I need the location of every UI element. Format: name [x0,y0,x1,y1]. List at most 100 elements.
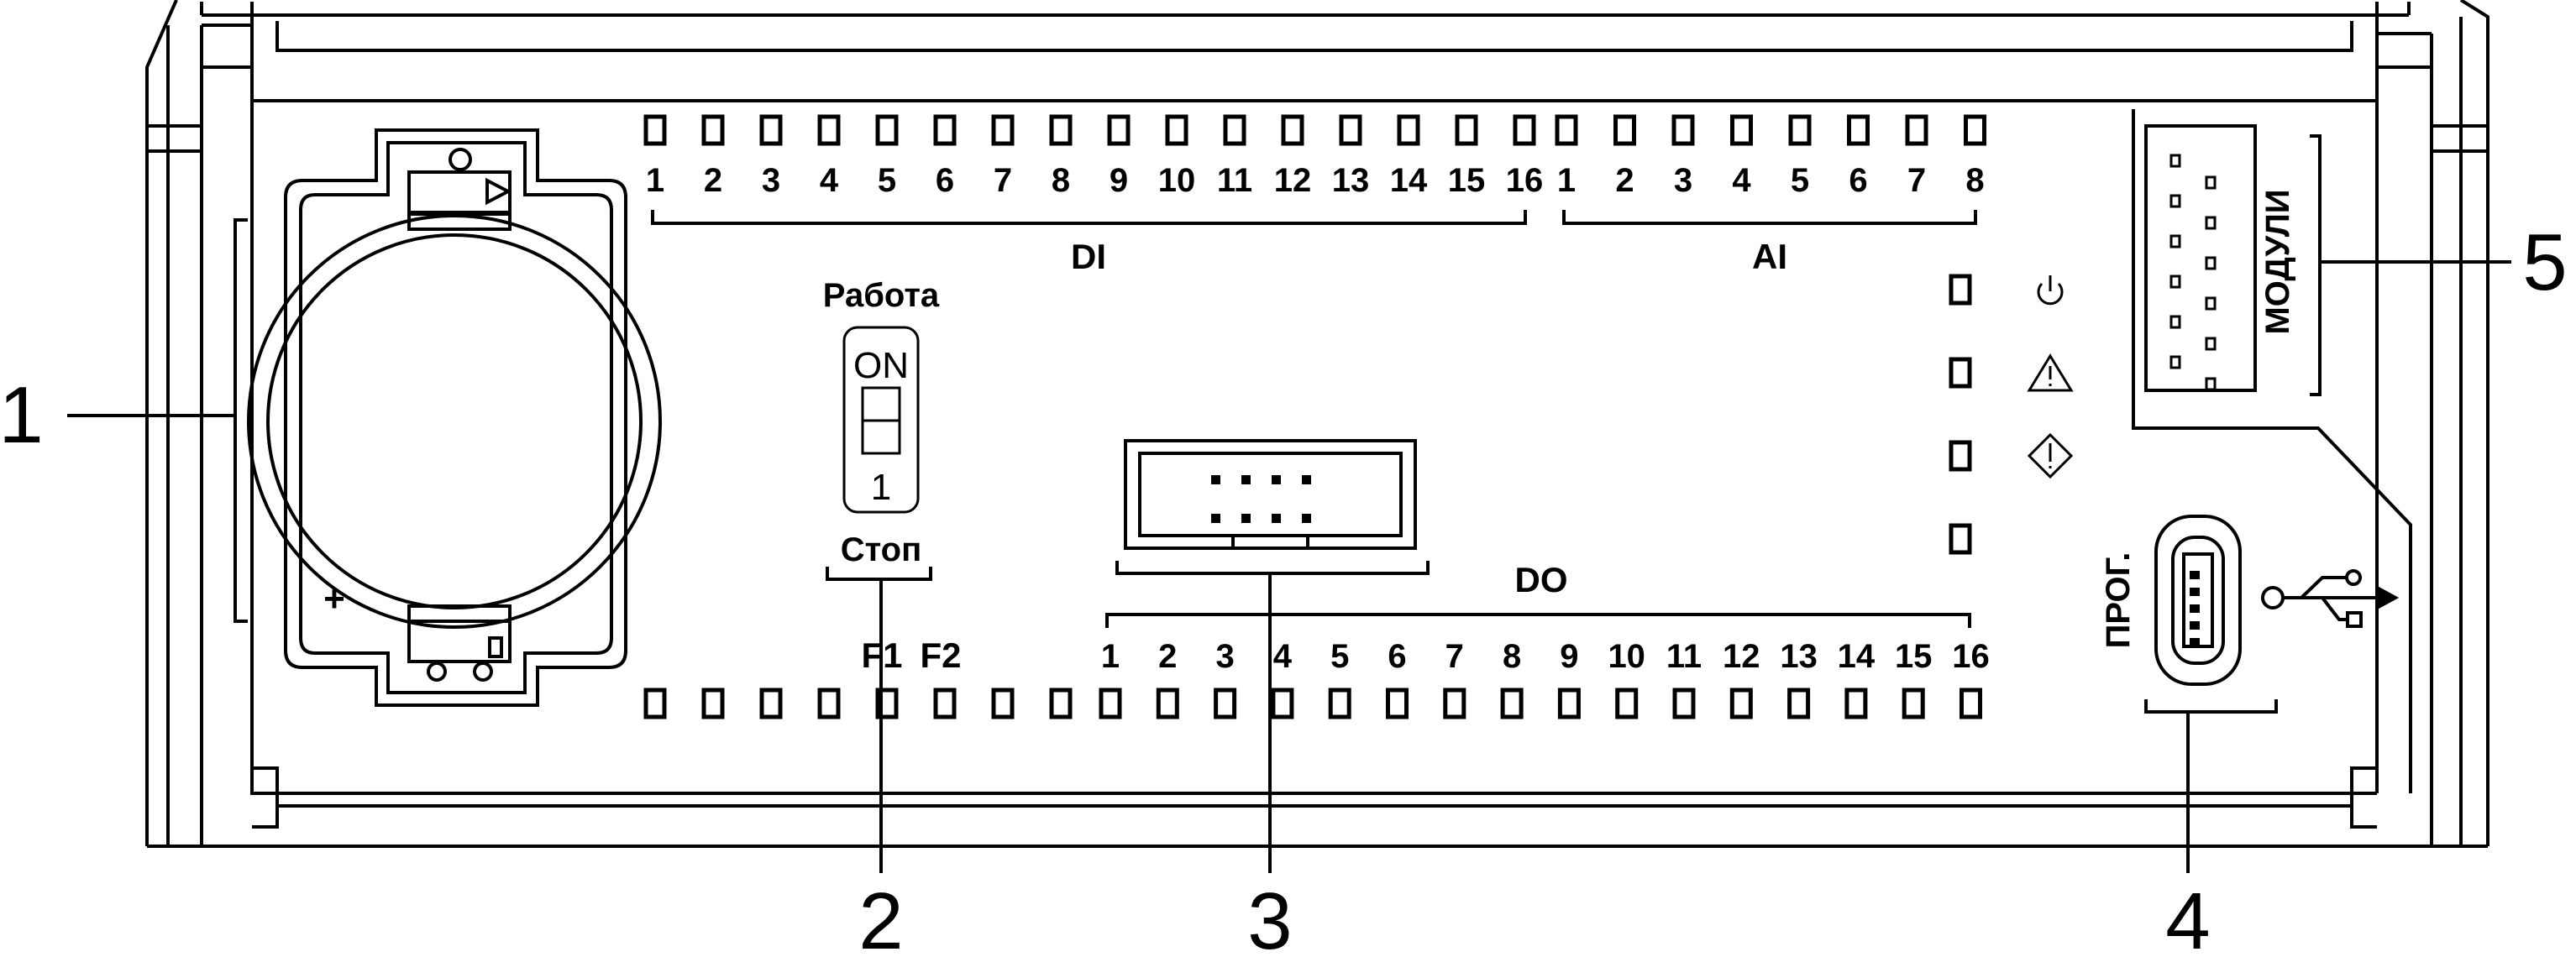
do-led-8 [1500,688,1524,719]
do-number-4: 4 [1273,638,1293,675]
do-led-6 [1386,688,1409,719]
do-led-15 [1902,688,1925,719]
di-number-15: 15 [1448,162,1486,199]
do-led-3 [1214,688,1237,719]
di-led-15 [1455,114,1478,146]
di-led-4 [817,114,841,146]
warning-icon [2027,353,2074,392]
status-led-3 [1949,440,1972,472]
system-led-4 [817,688,841,719]
battery-plus-label: + [323,578,345,620]
do-number-15: 15 [1895,638,1933,675]
di-number-11: 11 [1217,162,1252,199]
switch-on-label: ON [853,345,909,386]
connector-pin [1272,475,1281,484]
modules-pin [2205,377,2217,391]
modules-pin-grid [2169,154,2217,391]
di-led-13 [1339,114,1362,146]
connector-pin [1211,514,1220,523]
modules-pin [2205,337,2217,351]
di-ai-brackets [651,210,1977,225]
battery-latch-arrow-icon [485,177,512,206]
housing [145,0,2489,848]
di-led-7 [991,114,1015,146]
do-led-2 [1156,688,1179,719]
di-number-16: 16 [1506,162,1544,199]
di-number-10: 10 [1158,162,1196,199]
usb-symbol-icon [2261,569,2400,628]
do-led-7 [1443,688,1466,719]
di-led-9 [1107,114,1131,146]
di-number-8: 8 [1052,162,1070,199]
di-led-11 [1223,114,1246,146]
system-led-2 [701,688,725,719]
di-number-12: 12 [1274,162,1312,199]
do-number-16: 16 [1952,638,1990,675]
do-led-13 [1787,688,1811,719]
ai-led-8 [1964,114,1986,146]
do-bracket [1105,613,1971,628]
do-led-4 [1271,688,1294,719]
di-number-5: 5 [878,162,896,199]
ai-led-4 [1730,114,1753,146]
di-number-13: 13 [1332,162,1370,199]
status-led-1 [1949,274,1972,306]
callout-2-bracket [826,567,932,873]
connector-pin [1241,514,1251,523]
ai-number-1: 1 [1557,162,1576,199]
do-number-10: 10 [1608,638,1645,675]
di-number-9: 9 [1110,162,1128,199]
ai-led-5 [1788,114,1812,146]
callout-5-label: 5 [2522,217,2567,307]
status-led-column [1949,274,1972,555]
usb-prog-label: ПРОГ. [2100,552,2137,649]
do-group-label: DO [1515,560,1568,599]
ai-number-5: 5 [1791,162,1809,199]
extension-connector [1124,439,1417,550]
system-led-7 [991,688,1015,719]
di-led-14 [1397,114,1420,146]
connector-pin [1272,514,1281,523]
modules-pin [2169,315,2181,329]
di-number-7: 7 [994,162,1012,199]
battery-coin-inner [266,233,643,609]
ai-led-3 [1671,114,1695,146]
do-led-10 [1615,688,1639,719]
callout-5-bracket [2310,134,2511,396]
ai-led-2 [1613,114,1636,146]
di-number-3: 3 [762,162,780,199]
callout-3-bracket [1115,561,1430,873]
modules-pin [2205,175,2217,190]
do-number-7: 7 [1445,638,1464,675]
do-led-12 [1729,688,1753,719]
di-number-4: 4 [820,162,839,199]
micro-usb-port [2154,515,2242,686]
status-led-2 [1949,357,1972,389]
di-led-5 [875,114,899,146]
ai-number-8: 8 [1965,162,1984,199]
do-led-16 [1960,688,1982,719]
do-led-5 [1328,688,1351,719]
system-led-1 [643,688,667,719]
switch-run-label: Работа [823,277,940,314]
ai-number-7: 7 [1907,162,1926,199]
callout-4-label: 4 [2165,876,2210,966]
connector-pin [1211,475,1220,484]
modules-pin [2169,194,2181,208]
system-led-3 [759,688,783,719]
di-led-10 [1165,114,1188,146]
switch-stop-label: Стоп [841,531,922,568]
di-led-2 [701,114,725,146]
connector-pin [1302,475,1311,484]
do-number-14: 14 [1838,638,1876,675]
switch-position-number: 1 [871,467,891,508]
di-number-6: 6 [936,162,954,199]
battery-holder [247,128,662,707]
ai-number-2: 2 [1615,162,1634,199]
modules-pin [2205,216,2217,230]
modules-pin [2205,256,2217,270]
modules-pin [2169,275,2181,289]
